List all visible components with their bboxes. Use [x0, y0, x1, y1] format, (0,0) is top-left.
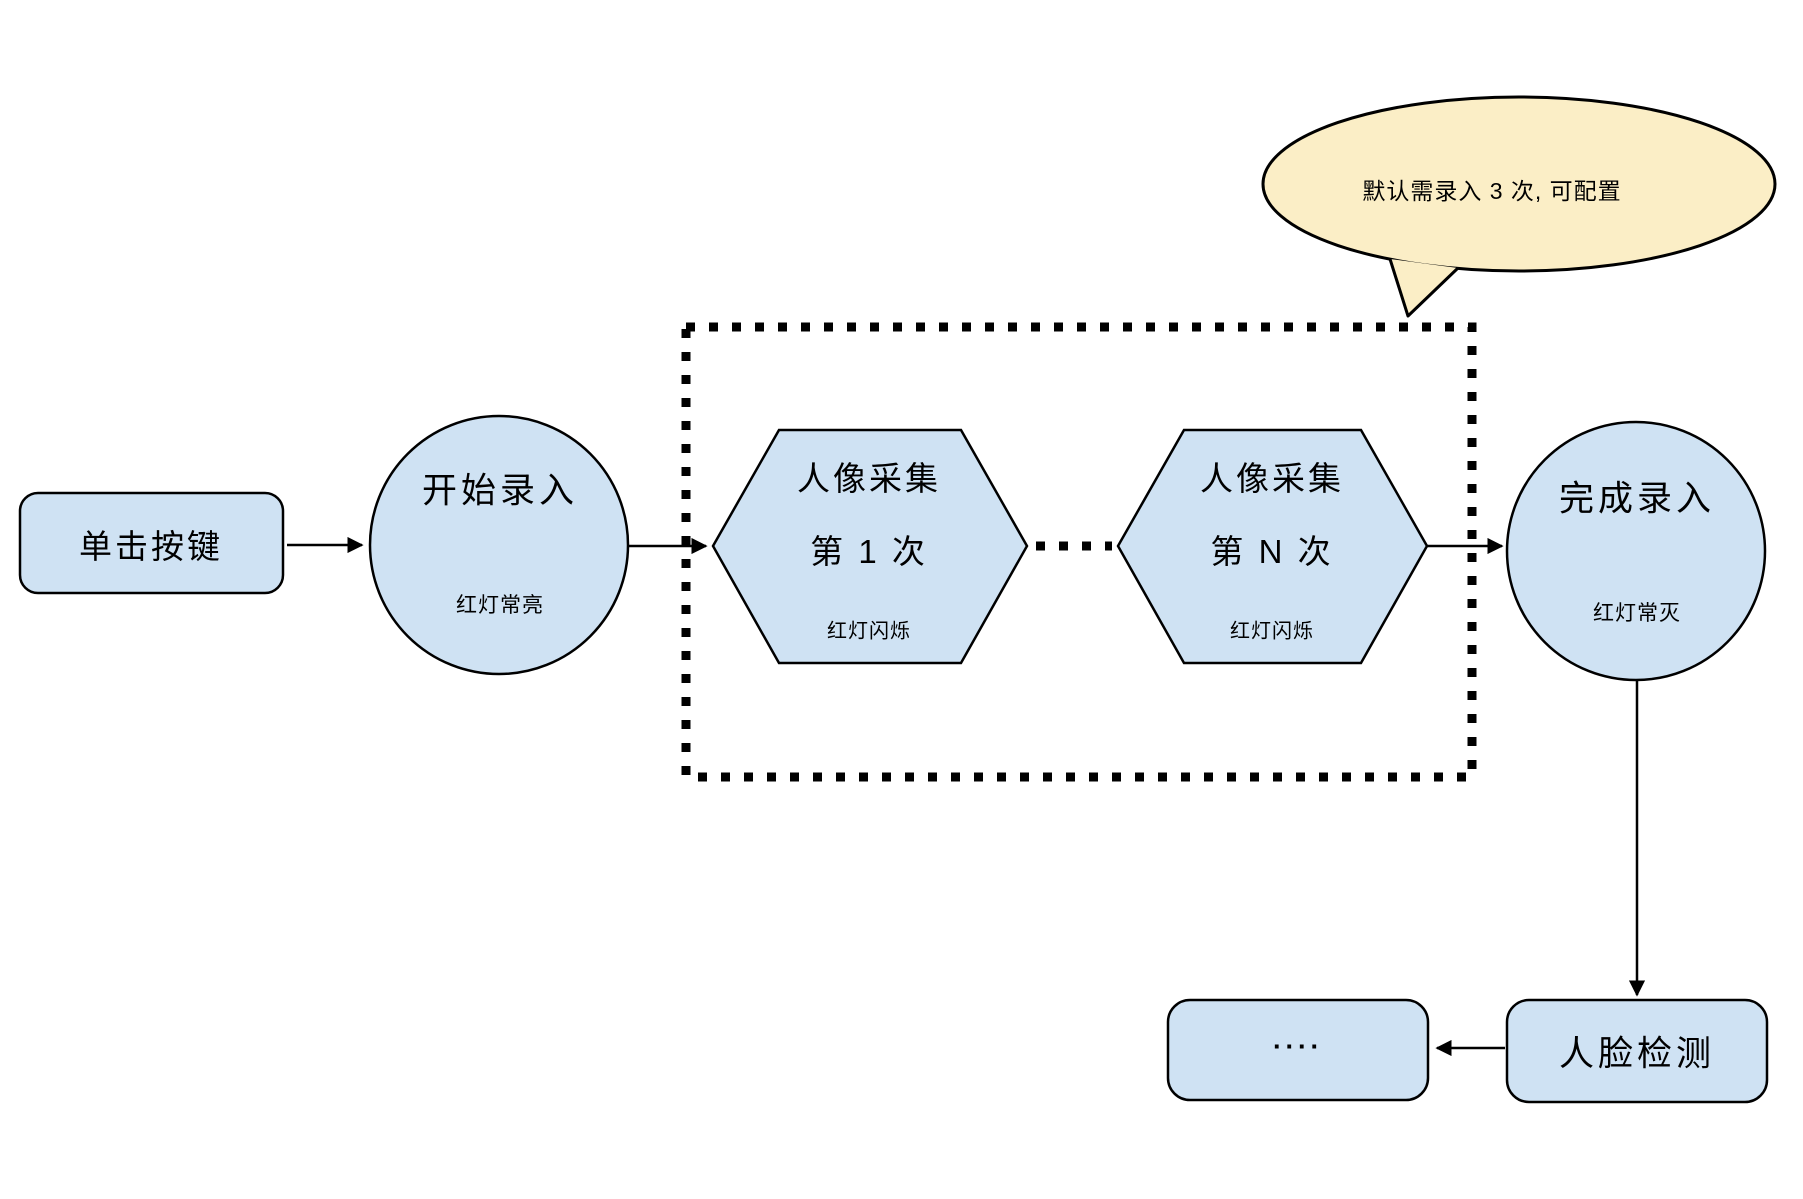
finish-record-status: 红灯常灭	[1593, 602, 1681, 625]
capture-nth-title: 人像采集	[1200, 460, 1344, 497]
callout-bubble	[1261, 95, 1777, 273]
start-record-node-shape	[368, 414, 630, 676]
capture-first-title: 人像采集	[797, 460, 941, 497]
finish-record-node-shape	[1505, 420, 1767, 682]
face-detection-label: 人脸检测	[1558, 1034, 1716, 1074]
more-label: ....	[1272, 1024, 1324, 1055]
capture-first-subtitle: 第 1 次	[810, 533, 928, 570]
start-record-label: 开始录入	[421, 471, 579, 511]
capture-nth-status: 红灯闪烁	[1230, 620, 1314, 643]
click-button-label: 单击按键	[79, 528, 223, 565]
start-record-status: 红灯常亮	[456, 594, 544, 617]
more-node-shape	[1166, 998, 1430, 1102]
callout-bubble-tail	[1388, 258, 1460, 318]
loop-group-dotted-border	[681, 322, 1477, 782]
callout-text: 默认需录入 3 次, 可配置	[1362, 178, 1622, 204]
capture-first-status: 红灯闪烁	[827, 620, 911, 643]
finish-record-label: 完成录入	[1558, 479, 1716, 519]
face-detection-node-shape	[1505, 998, 1769, 1104]
click-button-node-shape	[18, 491, 285, 595]
capture-nth-subtitle: 第 N 次	[1210, 533, 1334, 570]
capture-first-node-shape	[711, 428, 1029, 665]
